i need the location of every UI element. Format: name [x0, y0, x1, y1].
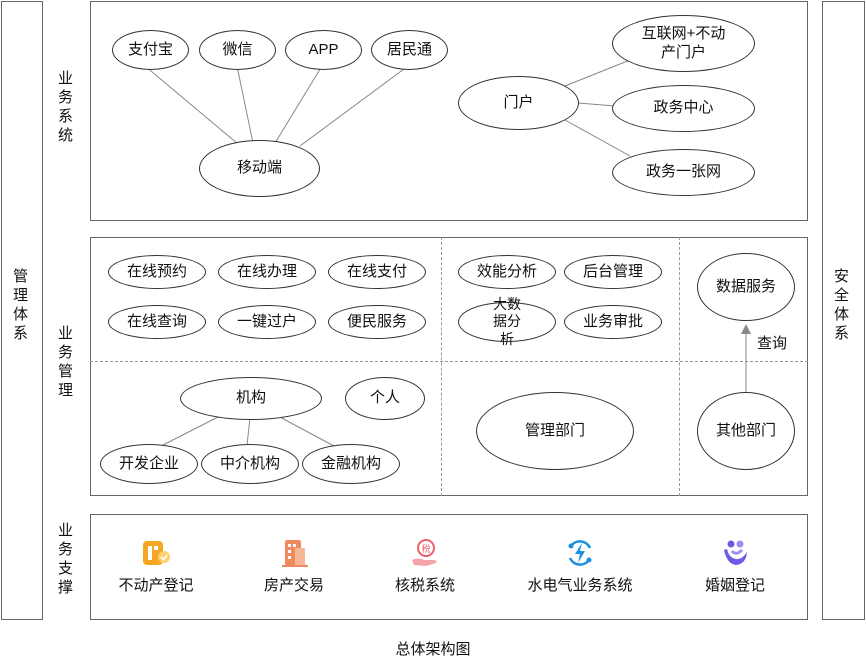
- security-system-label: 安全体系: [832, 268, 849, 344]
- data-service: 数据服务: [697, 253, 795, 321]
- organization: 机构: [180, 377, 322, 420]
- development-enterprise: 开发企业: [100, 444, 198, 484]
- channel-resident: 居民通: [371, 30, 448, 70]
- business-management-panel: [90, 237, 808, 496]
- building-icon: [282, 540, 308, 567]
- support-label: 房产交易: [263, 577, 324, 594]
- portal: 门户: [458, 76, 579, 130]
- support-label: 水电气业务系统: [527, 577, 633, 594]
- portal-government-center: 政务中心: [612, 85, 755, 132]
- management-divider-2: [679, 237, 680, 496]
- management-divider-1: [441, 237, 442, 496]
- business-support-panel: [90, 514, 808, 620]
- management-horizontal-divider: [90, 361, 808, 362]
- row-label-business-management: 业务管理: [56, 325, 73, 401]
- efficiency-analysis: 效能分析: [458, 255, 556, 289]
- service-online-processing: 在线办理: [218, 255, 316, 289]
- support-label: 核税系统: [394, 577, 455, 594]
- portal-internet-real-estate: 互联网+不动产门户: [612, 15, 755, 72]
- service-online-payment: 在线支付: [328, 255, 426, 289]
- management-system-column: [1, 1, 43, 620]
- channel-wechat: 微信: [199, 30, 276, 70]
- service-convenience: 便民服务: [328, 305, 426, 339]
- support-property-transaction: 房产交易: [219, 536, 369, 595]
- service-online-booking: 在线预约: [108, 255, 206, 289]
- support-utility-system: 水电气业务系统: [505, 536, 655, 595]
- support-real-estate-registration: 不动产登记: [81, 536, 231, 595]
- backend-management: 后台管理: [564, 255, 662, 289]
- channel-alipay: 支付宝: [112, 30, 189, 70]
- row-label-business-system: 业务系统: [56, 70, 73, 146]
- big-data-analysis: 大数据分析: [458, 296, 556, 347]
- support-marriage-registration: 婚姻登记: [660, 536, 810, 595]
- portal-government-network: 政务一张网: [612, 149, 755, 196]
- row-label-business-support: 业务支撑: [56, 522, 73, 598]
- support-tax-system: 税 核税系统: [350, 536, 500, 595]
- security-system-column: [822, 1, 865, 620]
- support-label: 婚姻登记: [704, 577, 765, 594]
- financial-institution: 金融机构: [302, 444, 400, 484]
- diagram-caption: 总体架构图: [395, 641, 471, 658]
- management-system-label: 管理体系: [11, 268, 28, 344]
- real-estate-registration-icon: [143, 541, 170, 565]
- utility-bolt-icon: [568, 540, 592, 566]
- query-label: 查询: [756, 335, 787, 352]
- channel-app: APP: [285, 30, 362, 70]
- intermediary-agency: 中介机构: [201, 444, 299, 484]
- marriage-icon: [724, 540, 747, 565]
- service-online-query: 在线查询: [108, 305, 206, 339]
- business-approval: 业务审批: [564, 305, 662, 339]
- mobile-client: 移动端: [199, 140, 320, 197]
- service-one-click-transfer: 一键过户: [218, 305, 316, 339]
- svg-text:税: 税: [421, 543, 430, 555]
- other-departments: 其他部门: [697, 392, 795, 470]
- management-department: 管理部门: [476, 392, 634, 470]
- tax-hand-icon: 税: [412, 539, 437, 566]
- support-label: 不动产登记: [118, 577, 194, 594]
- individual: 个人: [345, 377, 425, 420]
